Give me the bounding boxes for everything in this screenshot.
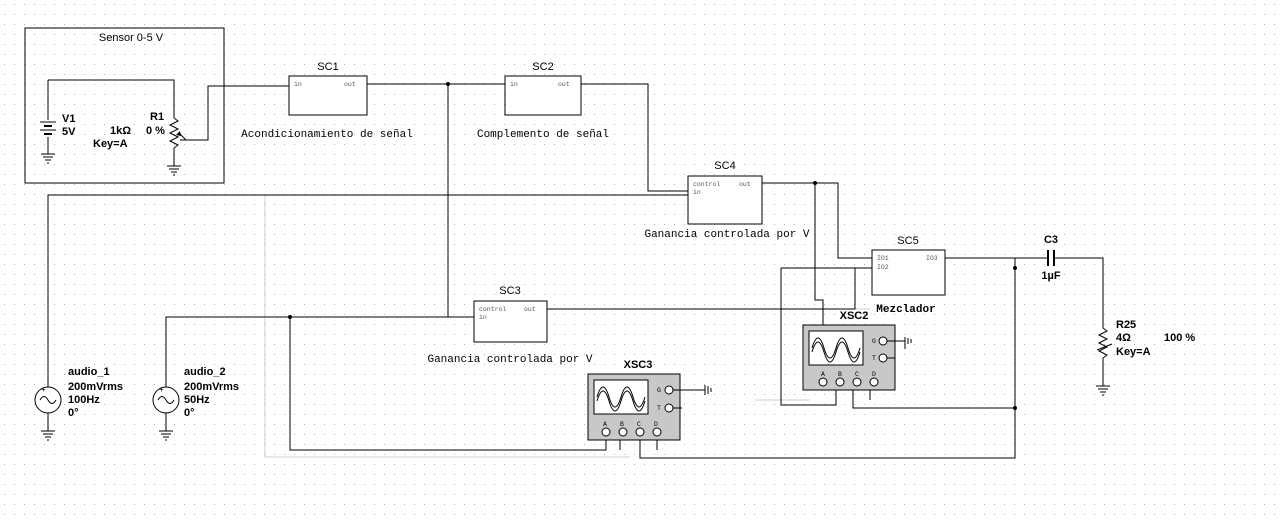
xsc3-ch-c-label: C [637, 421, 641, 428]
sc1-pin-in: in [294, 81, 302, 88]
xsc2-t-label: T [872, 355, 876, 362]
sc4-pin-control: control [693, 181, 720, 188]
c3-capacitor[interactable]: C3 1µF [1040, 234, 1062, 282]
audio-1-phase: 0° [68, 407, 79, 419]
sc5-pin-io3: IO3 [926, 255, 938, 262]
xsc2-g-label: G [872, 338, 876, 345]
sc5-pin-io1: IO1 [877, 255, 889, 262]
sc2-ref: SC2 [532, 61, 553, 73]
xsc3-ch-a-terminal[interactable] [601, 427, 611, 437]
sc3-pin-in: in [479, 314, 487, 321]
sc2-caption: Complemento de señal [477, 129, 609, 141]
sc4-ref: SC4 [714, 160, 735, 172]
svg-text:+: + [159, 386, 164, 395]
audio-2-amplitude: 200mVrms [184, 381, 239, 393]
sc2-pin-in: in [510, 81, 518, 88]
audio-1-frequency: 100Hz [68, 394, 100, 406]
xsc2-ch-d-label: D [872, 371, 876, 378]
c3-ref: C3 [1044, 234, 1058, 246]
r25-value: 4Ω [1116, 332, 1131, 344]
sc2-pin-out: out [558, 81, 570, 88]
xsc2-t-terminal[interactable] [878, 353, 888, 363]
xsc3-oscilloscope[interactable]: XSC3 G T A B C D [587, 359, 712, 441]
xsc3-ch-d-terminal[interactable] [652, 427, 662, 437]
xsc3-g-terminal[interactable] [664, 385, 674, 395]
xsc2-ch-a-label: A [821, 371, 825, 378]
v1-battery-source[interactable]: V1 5V [40, 113, 76, 138]
sc3-subcircuit[interactable]: SC3 control out in Ganancia controlada p… [427, 285, 592, 366]
audio-1-amplitude: 200mVrms [68, 381, 123, 393]
audio-2-phase: 0° [184, 407, 195, 419]
audio-2-ac-source[interactable]: + audio_2 200mVrms 50Hz 0° [152, 366, 239, 425]
sensor-subcircuit-box[interactable]: Sensor 0-5 V [24, 27, 225, 184]
xsc3-t-label: T [657, 405, 661, 412]
svg-text:+: + [41, 386, 46, 395]
xsc3-ch-b-label: B [620, 421, 624, 428]
sc1-caption: Acondicionamiento de señal [241, 129, 413, 141]
r25-potentiometer[interactable]: R25 4Ω Key=A 100 % [1096, 319, 1195, 380]
sc2-subcircuit[interactable]: SC2 in out Complemento de señal [477, 61, 609, 141]
xsc2-ref: XSC2 [840, 310, 869, 322]
sc5-caption: Mezclador [876, 304, 935, 316]
xsc2-g-terminal[interactable] [878, 336, 888, 346]
r25-percent: 100 % [1164, 332, 1195, 344]
sc3-caption: Ganancia controlada por V [427, 354, 592, 366]
sc4-pin-out: out [739, 181, 751, 188]
sc5-mixer-subcircuit[interactable]: SC5 IO1 IO2 IO3 Mezclador [871, 235, 946, 316]
r1-potentiometer[interactable]: R1 1kΩ 0 % Key=A [93, 111, 187, 150]
junctions [288, 82, 1017, 410]
r1-key: Key=A [93, 138, 128, 150]
xsc3-ch-c-terminal[interactable] [635, 427, 645, 437]
sc1-ref: SC1 [317, 61, 338, 73]
xsc2-ch-b-terminal[interactable] [835, 377, 845, 387]
sc4-caption: Ganancia controlada por V [644, 229, 809, 241]
xsc3-g-label: G [657, 387, 661, 394]
xsc3-ch-b-terminal[interactable] [618, 427, 628, 437]
audio-1-ac-source[interactable]: + audio_1 200mVrms 100Hz 0° [34, 366, 123, 425]
c3-value: 1µF [1041, 270, 1060, 282]
xsc2-ch-a-terminal[interactable] [818, 377, 828, 387]
xsc2-ch-c-terminal[interactable] [852, 377, 862, 387]
sc1-pin-out: out [344, 81, 356, 88]
r25-ref: R25 [1116, 319, 1136, 331]
v1-ref: V1 [62, 113, 75, 125]
xsc3-ch-d-label: D [654, 421, 658, 428]
sc5-ref: SC5 [897, 235, 918, 247]
xsc2-ch-b-label: B [838, 371, 842, 378]
r1-percent: 0 % [146, 125, 165, 137]
sc4-pin-in: in [693, 189, 701, 196]
sc3-ref: SC3 [499, 285, 520, 297]
audio-2-frequency: 50Hz [184, 394, 210, 406]
xsc2-ch-c-label: C [855, 371, 859, 378]
xsc3-ref: XSC3 [624, 359, 653, 371]
r1-ref: R1 [150, 111, 164, 123]
sc5-pin-io2: IO2 [877, 264, 889, 271]
r25-key: Key=A [1116, 346, 1151, 358]
sc3-pin-control: control [479, 306, 506, 313]
xsc2-oscilloscope[interactable]: XSC2 G T A B C D [802, 310, 912, 391]
sensor-box-title: Sensor 0-5 V [99, 32, 164, 44]
xsc3-ch-a-label: A [603, 421, 607, 428]
v1-value: 5V [62, 126, 76, 138]
audio-2-ref: audio_2 [184, 366, 226, 378]
sc3-pin-out: out [524, 306, 536, 313]
xsc3-t-terminal[interactable] [664, 403, 674, 413]
sc4-subcircuit[interactable]: SC4 control out in Ganancia controlada p… [644, 160, 809, 241]
xsc2-ch-d-terminal[interactable] [869, 377, 879, 387]
audio-1-ref: audio_1 [68, 366, 110, 378]
sc1-subcircuit[interactable]: SC1 in out Acondicionamiento de señal [241, 61, 413, 141]
r1-value: 1kΩ [110, 125, 131, 137]
